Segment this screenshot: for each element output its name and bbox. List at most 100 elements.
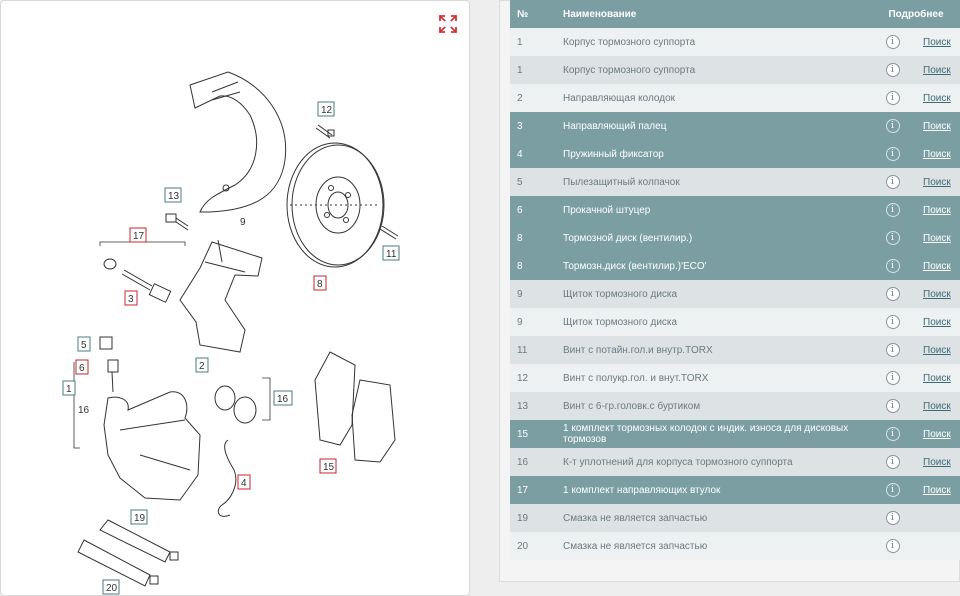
label-19[interactable]: 19 [134,513,146,524]
search-cell: Поиск [921,168,960,196]
search-link[interactable]: Поиск [923,204,951,216]
search-cell: Поиск [921,196,960,224]
search-link[interactable]: Поиск [923,400,951,412]
info-icon[interactable]: i [885,175,900,189]
info-icon[interactable]: i [885,287,900,301]
search-link[interactable]: Поиск [923,232,951,244]
info-icon[interactable]: i [885,427,900,441]
part-name: 1 комплект тормозных колодок с индик. из… [556,420,864,448]
search-link[interactable]: Поиск [923,428,951,440]
part-name: Прокачной штуцер [556,196,864,224]
info-icon[interactable]: i [885,371,900,385]
info-icon[interactable]: i [885,259,900,273]
search-link[interactable]: Поиск [923,372,951,384]
search-cell: Поиск [921,392,960,420]
search-link[interactable]: Поиск [923,64,951,76]
part-name: Тормозн.диск (вентилир.)'ECO' [556,252,864,280]
info-icon[interactable]: i [885,399,900,413]
row-number: 4 [510,140,556,168]
part-name: Винт с полукр.гол. и внут.TORX [556,364,864,392]
label-11[interactable]: 11 [386,249,397,260]
label-5[interactable]: 5 [81,340,87,351]
label-13[interactable]: 13 [168,191,180,202]
info-cell: i [864,56,921,84]
info-cell: i [864,504,921,532]
search-link[interactable]: Поиск [923,260,951,272]
info-cell: i [864,140,921,168]
info-icon[interactable]: i [885,343,900,357]
search-cell: Поиск [921,336,960,364]
info-icon[interactable]: i [885,539,900,553]
label-12[interactable]: 12 [321,105,333,116]
info-icon[interactable]: i [885,511,900,525]
info-icon[interactable]: i [885,483,900,497]
info-cell: i [864,392,921,420]
label-6[interactable]: 6 [79,363,85,374]
search-link[interactable]: Поиск [923,456,951,468]
search-cell: Поиск [921,140,960,168]
search-link[interactable]: Поиск [923,316,951,328]
label-1[interactable]: 1 [66,384,72,395]
search-cell: Поиск [921,84,960,112]
search-link[interactable]: Поиск [923,120,951,132]
info-icon[interactable]: i [885,455,900,469]
search-link[interactable]: Поиск [923,344,951,356]
label-15[interactable]: 15 [323,462,335,473]
row-number: 20 [510,532,556,560]
label-2[interactable]: 2 [199,361,205,372]
info-cell: i [864,448,921,476]
info-cell: i [864,196,921,224]
search-link[interactable]: Поиск [923,288,951,300]
search-link[interactable]: Поиск [923,484,951,496]
info-icon[interactable]: i [885,35,900,49]
info-icon[interactable]: i [885,315,900,329]
search-cell: Поиск [921,112,960,140]
info-icon[interactable]: i [885,147,900,161]
search-link[interactable]: Поиск [923,176,951,188]
label-4[interactable]: 4 [241,478,247,489]
search-link[interactable]: Поиск [923,92,951,104]
row-number: 9 [510,308,556,336]
row-number: 15 [510,420,556,448]
info-icon[interactable]: i [885,119,900,133]
row-number: 16 [510,448,556,476]
label-3[interactable]: 3 [128,294,134,305]
part-name: Щиток тормозного диска [556,308,864,336]
search-link[interactable]: Поиск [923,148,951,160]
label-16[interactable]: 16 [277,394,289,405]
info-cell: i [864,336,921,364]
row-number: 12 [510,364,556,392]
search-cell: Поиск [921,28,960,56]
search-link[interactable]: Поиск [923,36,951,48]
expand-icon[interactable] [438,14,458,34]
label-8[interactable]: 8 [317,279,323,290]
label-17[interactable]: 17 [133,231,145,242]
info-icon[interactable]: i [885,231,900,245]
info-icon[interactable]: i [885,63,900,77]
part-name: Винт с потайн.гол.и внутр.TORX [556,336,864,364]
header-num: № [510,0,556,28]
label-20[interactable]: 20 [106,583,118,594]
row-number: 8 [510,252,556,280]
info-icon[interactable]: i [885,203,900,217]
info-icon[interactable]: i [885,91,900,105]
